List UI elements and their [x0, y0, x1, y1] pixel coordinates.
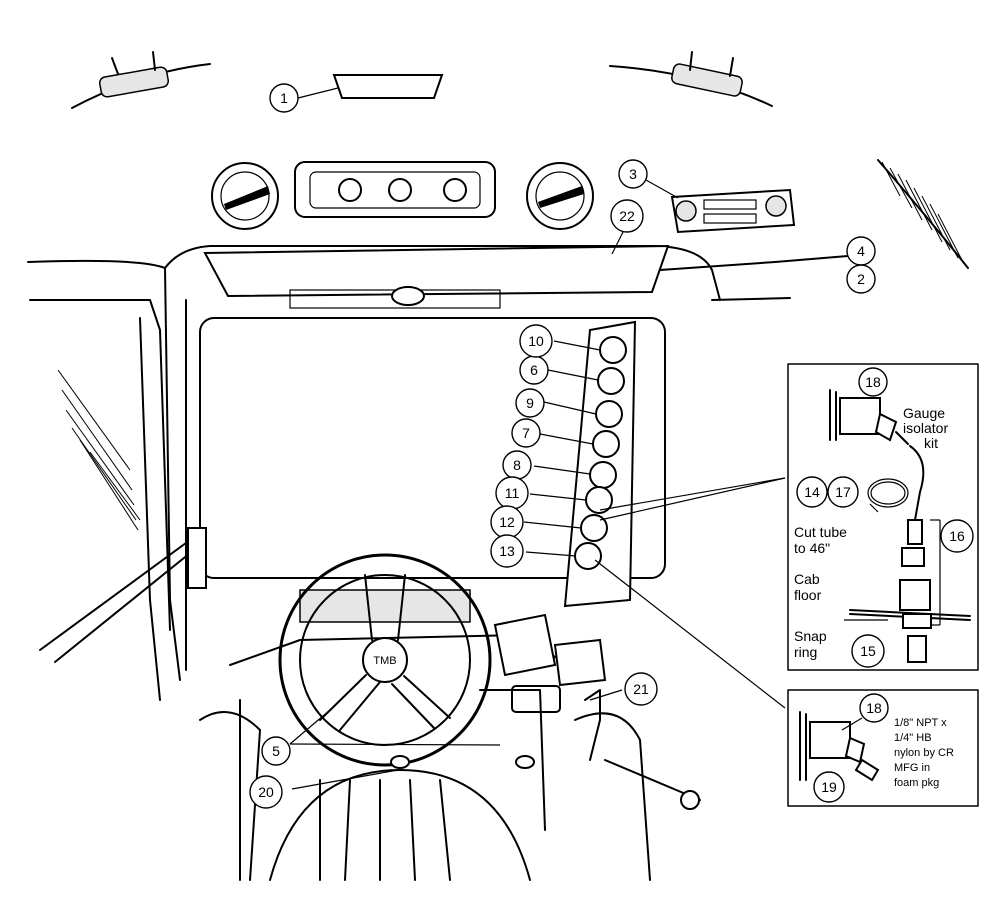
svg-text:7: 7	[522, 425, 530, 441]
callout-1: 1	[269, 83, 299, 113]
svg-text:8: 8	[513, 457, 521, 473]
callout-3: 3	[618, 159, 648, 189]
snap-ring-line-2: ring	[794, 644, 817, 660]
seats	[199, 711, 701, 881]
snap-ring-line-1: Snap	[794, 628, 827, 644]
svg-text:4: 4	[857, 243, 865, 259]
svg-text:22: 22	[619, 208, 635, 224]
fitting-note-line-1: 1/8" NPT x	[894, 717, 947, 729]
left-door	[29, 299, 207, 701]
callout-16: 16	[940, 519, 974, 553]
radio-unit	[670, 188, 796, 234]
svg-text:13: 13	[499, 543, 515, 559]
svg-text:10: 10	[528, 333, 544, 349]
callout-17: 17	[827, 476, 859, 508]
fitting-note-line-3: nylon by CR	[894, 747, 954, 759]
cab-floor-line-2: floor	[794, 587, 822, 603]
svg-text:2: 2	[857, 271, 865, 287]
callout-22: 22	[610, 199, 644, 233]
callout-18-top: 18	[858, 367, 888, 397]
gauge-kit-line-1: Gauge	[903, 405, 945, 421]
callout-13: 13	[490, 534, 524, 568]
callout-9: 9	[515, 388, 545, 418]
overhead-lamp	[332, 74, 444, 99]
callout-7: 7	[511, 418, 541, 448]
callout-11: 11	[495, 476, 529, 510]
callout-8: 8	[502, 450, 532, 480]
right-pillar	[877, 159, 969, 269]
cab-floor-line-1: Cab	[794, 571, 820, 587]
svg-text:6: 6	[530, 362, 538, 378]
fitting-note-line-2: 1/4" HB	[894, 732, 932, 744]
svg-text:5: 5	[272, 743, 280, 759]
callout-21: 21	[624, 672, 658, 706]
cut-tube-line-1: Cut tube	[794, 524, 847, 540]
callout-14: 14	[796, 476, 828, 508]
svg-text:18: 18	[866, 700, 882, 716]
callout-20: 20	[249, 775, 283, 809]
svg-text:9: 9	[526, 395, 534, 411]
ceiling-outline	[71, 51, 773, 109]
svg-text:11: 11	[505, 485, 520, 501]
svg-text:19: 19	[821, 779, 837, 795]
svg-text:17: 17	[835, 484, 851, 500]
inset-gauge-isolator: Gauge isolator kit Cut tube to 46" Cab f…	[787, 363, 979, 671]
callout-15: 15	[851, 634, 885, 668]
inset-fitting: 1/8" NPT x 1/4" HB nylon by CR MFG in fo…	[787, 689, 979, 807]
fitting-note-line-5: foam pkg	[894, 777, 939, 789]
callout-12: 12	[490, 505, 524, 539]
svg-text:16: 16	[949, 528, 965, 544]
gauge-pillar	[563, 320, 637, 608]
windshield-frame	[27, 244, 861, 681]
leader-lines	[289, 87, 786, 790]
gauge-kit-line-3: kit	[924, 435, 938, 451]
svg-text:20: 20	[258, 784, 274, 800]
callout-18-bottom: 18	[859, 693, 889, 723]
svg-text:12: 12	[499, 514, 515, 530]
overhead-console	[211, 161, 594, 230]
callout-6: 6	[519, 355, 549, 385]
svg-text:21: 21	[633, 681, 649, 697]
svg-text:15: 15	[860, 643, 876, 659]
callout-4: 4	[846, 236, 876, 266]
svg-text:14: 14	[804, 484, 820, 500]
callout-10: 10	[519, 324, 553, 358]
svg-text:18: 18	[865, 374, 881, 390]
gauge-kit-line-2: isolator	[903, 420, 948, 436]
callout-2: 2	[846, 264, 876, 294]
callout-5: 5	[261, 736, 291, 766]
svg-text:3: 3	[629, 166, 637, 182]
fitting-note-line-4: MFG in	[894, 762, 930, 774]
steering-wheel: TMB	[278, 553, 492, 767]
cut-tube-line-2: to 46"	[794, 540, 830, 556]
svg-text:1: 1	[280, 90, 288, 106]
steering-hub-text: TMB	[373, 655, 396, 667]
callout-19: 19	[813, 771, 845, 803]
